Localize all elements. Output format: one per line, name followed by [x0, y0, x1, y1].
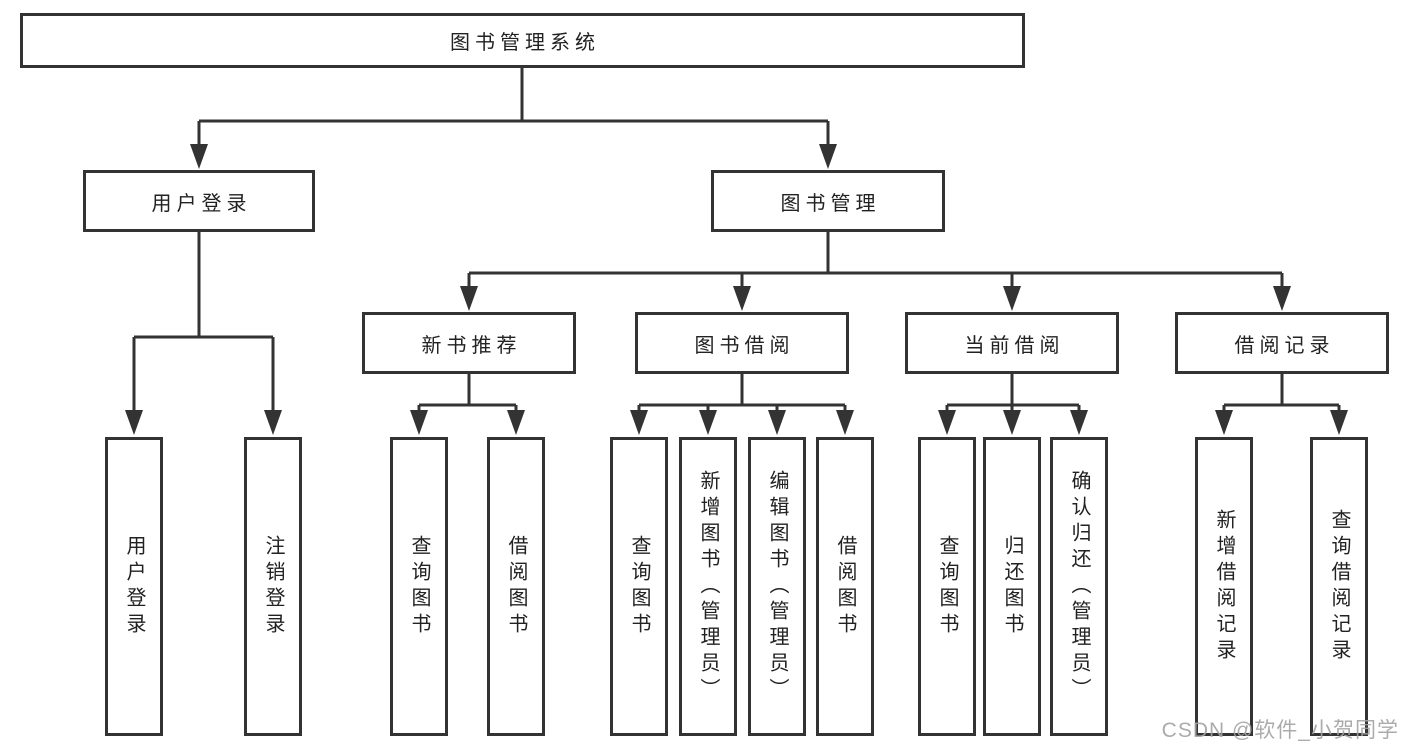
csdn-watermark: CSDN @软件_小贺同学: [1161, 719, 1399, 742]
leaf-recommend-query-books: 查询图书: [390, 437, 448, 736]
node-book-borrow-label: 图书借阅: [694, 334, 795, 357]
leaf-borrow-query-books-label: 查询图书: [628, 534, 650, 639]
node-new-book-recommend: 新书推荐: [362, 312, 576, 374]
leaf-logout: 注销登录: [244, 437, 302, 736]
leaf-borrow-query-books: 查询图书: [610, 437, 668, 736]
arrow-down-icon: [125, 144, 1348, 435]
node-user-login-label: 用户登录: [151, 192, 252, 215]
leaf-borrow-edit-books-admin-label: 编辑图书（管理员）: [766, 469, 788, 704]
leaf-logout-label: 注销登录: [262, 534, 284, 639]
node-book-management: 图书管理: [711, 170, 945, 232]
leaf-records-query-record-label: 查询借阅记录: [1328, 508, 1350, 665]
node-book-borrow: 图书借阅: [635, 312, 849, 374]
leaf-recommend-query-books-label: 查询图书: [408, 534, 430, 639]
leaf-current-confirm-return-admin-label: 确认归还（管理员）: [1068, 469, 1090, 704]
leaf-user-login-label: 用户登录: [123, 534, 145, 639]
node-book-management-label: 图书管理: [780, 192, 881, 215]
leaf-records-query-record: 查询借阅记录: [1310, 437, 1368, 736]
leaf-current-confirm-return-admin: 确认归还（管理员）: [1050, 437, 1108, 736]
leaf-borrow-borrow-books: 借阅图书: [816, 437, 874, 736]
node-current-borrow: 当前借阅: [905, 312, 1119, 374]
leaf-recommend-borrow-books-label: 借阅图书: [505, 534, 527, 639]
leaf-current-query-books: 查询图书: [918, 437, 976, 736]
leaf-borrow-add-books-admin-label: 新增图书（管理员）: [697, 469, 719, 704]
leaf-borrow-add-books-admin: 新增图书（管理员）: [679, 437, 737, 736]
leaf-borrow-edit-books-admin: 编辑图书（管理员）: [748, 437, 806, 736]
node-root: 图书管理系统: [20, 13, 1025, 68]
leaf-recommend-borrow-books: 借阅图书: [487, 437, 545, 736]
node-user-login: 用户登录: [83, 170, 315, 232]
node-borrow-records-label: 借阅记录: [1234, 334, 1335, 357]
leaf-current-query-books-label: 查询图书: [936, 534, 958, 639]
leaf-records-add-record-label: 新增借阅记录: [1213, 508, 1235, 665]
leaf-borrow-borrow-books-label: 借阅图书: [834, 534, 856, 639]
node-new-book-recommend-label: 新书推荐: [421, 334, 522, 357]
leaf-current-return-books-label: 归还图书: [1001, 534, 1023, 639]
leaf-user-login: 用户登录: [105, 437, 163, 736]
node-borrow-records: 借阅记录: [1175, 312, 1389, 374]
node-current-borrow-label: 当前借阅: [964, 334, 1065, 357]
leaf-current-return-books: 归还图书: [983, 437, 1041, 736]
node-root-label: 图书管理系统: [450, 32, 600, 54]
leaf-records-add-record: 新增借阅记录: [1195, 437, 1253, 736]
